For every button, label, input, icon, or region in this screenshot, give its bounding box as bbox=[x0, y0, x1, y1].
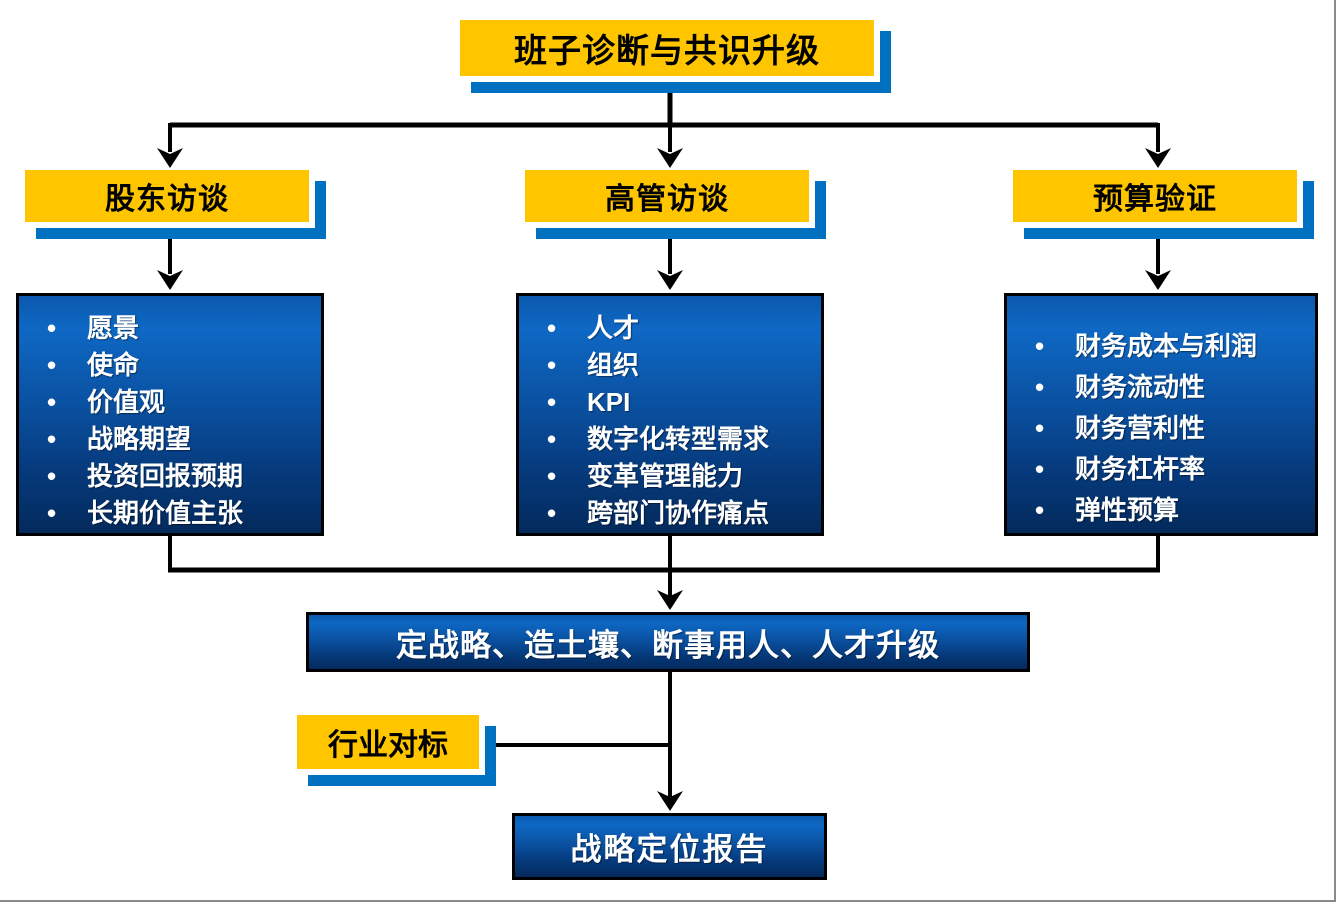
list-item-label: 长期价值主张 bbox=[87, 498, 244, 528]
bullet-icon: • bbox=[1035, 372, 1045, 402]
list-item-label: 财务成本与利润 bbox=[1075, 331, 1258, 361]
bullet-icon: • bbox=[47, 424, 57, 454]
list-item-label: 价值观 bbox=[87, 387, 166, 417]
node-list-executive: • 人才 • 组织 • KPI • 数字化转型需求 • 变革管理能力 • 跨部门协作痛点 bbox=[516, 293, 824, 536]
list-item: • 价值观 bbox=[47, 384, 311, 421]
bullet-icon: • bbox=[47, 461, 57, 491]
bullet-icon: • bbox=[547, 461, 557, 491]
list-item-label: 组织 bbox=[587, 350, 640, 380]
bullet-icon: • bbox=[547, 424, 557, 454]
node-report: 战略定位报告 bbox=[512, 813, 827, 880]
list-item-label: 财务杠杆率 bbox=[1075, 454, 1206, 484]
bullet-icon: • bbox=[547, 387, 557, 417]
node-title: 班子诊断与共识升级 bbox=[460, 20, 880, 82]
arrowhead-strategy bbox=[657, 590, 683, 610]
list-item: • 投资回报预期 bbox=[47, 458, 311, 495]
list-item-label: 财务流动性 bbox=[1075, 372, 1206, 402]
bullet-icon: • bbox=[47, 498, 57, 528]
bullet-icon: • bbox=[47, 350, 57, 380]
header-label: 高管访谈 bbox=[605, 183, 729, 216]
list-item: • 组织 bbox=[547, 347, 811, 384]
list-item-label: 财务营利性 bbox=[1075, 413, 1206, 443]
node-header-shareholder-interview: 股东访谈 bbox=[25, 170, 315, 228]
node-title-label: 班子诊断与共识升级 bbox=[514, 32, 820, 69]
list-item-label: 弹性预算 bbox=[1075, 495, 1180, 525]
bullet-icon: • bbox=[47, 313, 57, 343]
list-item-label: 人才 bbox=[587, 313, 640, 343]
list-item-label: 跨部门协作痛点 bbox=[587, 498, 770, 528]
list-item-label: 使命 bbox=[87, 350, 140, 380]
list-item: • 财务杠杆率 bbox=[1035, 449, 1305, 490]
list-item: • KPI bbox=[547, 384, 811, 421]
header-label: 股东访谈 bbox=[105, 183, 229, 216]
arrowhead-left-header bbox=[157, 148, 183, 168]
arrowhead-report bbox=[657, 791, 683, 811]
header-label: 预算验证 bbox=[1093, 183, 1217, 216]
node-header-executive-interview: 高管访谈 bbox=[525, 170, 815, 228]
list-item-label: 投资回报预期 bbox=[87, 461, 244, 491]
arrowhead-mid-list bbox=[657, 270, 683, 290]
node-list-shareholder: • 愿景 • 使命 • 价值观 • 战略期望 • 投资回报预期 • 长期价值主张 bbox=[16, 293, 324, 536]
arrowhead-mid-header bbox=[657, 148, 683, 168]
bullet-icon: • bbox=[547, 313, 557, 343]
list-item: • 愿景 bbox=[47, 310, 311, 347]
list-item: • 人才 bbox=[547, 310, 811, 347]
list-item: • 长期价值主张 bbox=[47, 495, 311, 532]
list-item-label: 战略期望 bbox=[87, 424, 192, 454]
bullet-icon: • bbox=[1035, 331, 1045, 361]
arrowhead-right-header bbox=[1145, 148, 1171, 168]
bullet-icon: • bbox=[1035, 495, 1045, 525]
node-header-budget-verification: 预算验证 bbox=[1013, 170, 1303, 228]
bullet-icon: • bbox=[1035, 413, 1045, 443]
node-benchmark: 行业对标 bbox=[297, 715, 485, 775]
list-item: • 财务流动性 bbox=[1035, 367, 1305, 408]
list-item: • 使命 bbox=[47, 347, 311, 384]
bullet-icon: • bbox=[547, 350, 557, 380]
benchmark-label: 行业对标 bbox=[328, 729, 448, 762]
node-list-budget: • 财务成本与利润 • 财务流动性 • 财务营利性 • 财务杠杆率 • 弹性预算 bbox=[1004, 293, 1318, 536]
list-item: • 财务营利性 bbox=[1035, 408, 1305, 449]
list-item: • 数字化转型需求 bbox=[547, 421, 811, 458]
report-label: 战略定位报告 bbox=[570, 832, 769, 867]
list-item-label: 变革管理能力 bbox=[587, 461, 744, 491]
bullet-icon: • bbox=[47, 387, 57, 417]
list-item-label: KPI bbox=[587, 387, 631, 417]
list-item: • 财务成本与利润 bbox=[1035, 326, 1305, 367]
list-item: • 跨部门协作痛点 bbox=[547, 495, 811, 532]
arrowhead-left-list bbox=[157, 270, 183, 290]
list-item: • 弹性预算 bbox=[1035, 490, 1305, 531]
list-item: • 变革管理能力 bbox=[547, 458, 811, 495]
bullet-icon: • bbox=[547, 498, 557, 528]
list-item-label: 数字化转型需求 bbox=[587, 424, 770, 454]
strategy-label: 定战略、造土壤、断事用人、人才升级 bbox=[396, 627, 940, 663]
arrowhead-right-list bbox=[1145, 270, 1171, 290]
list-item-label: 愿景 bbox=[87, 313, 140, 343]
list-item: • 战略期望 bbox=[47, 421, 311, 458]
bullet-icon: • bbox=[1035, 454, 1045, 484]
node-strategy: 定战略、造土壤、断事用人、人才升级 bbox=[306, 612, 1030, 672]
